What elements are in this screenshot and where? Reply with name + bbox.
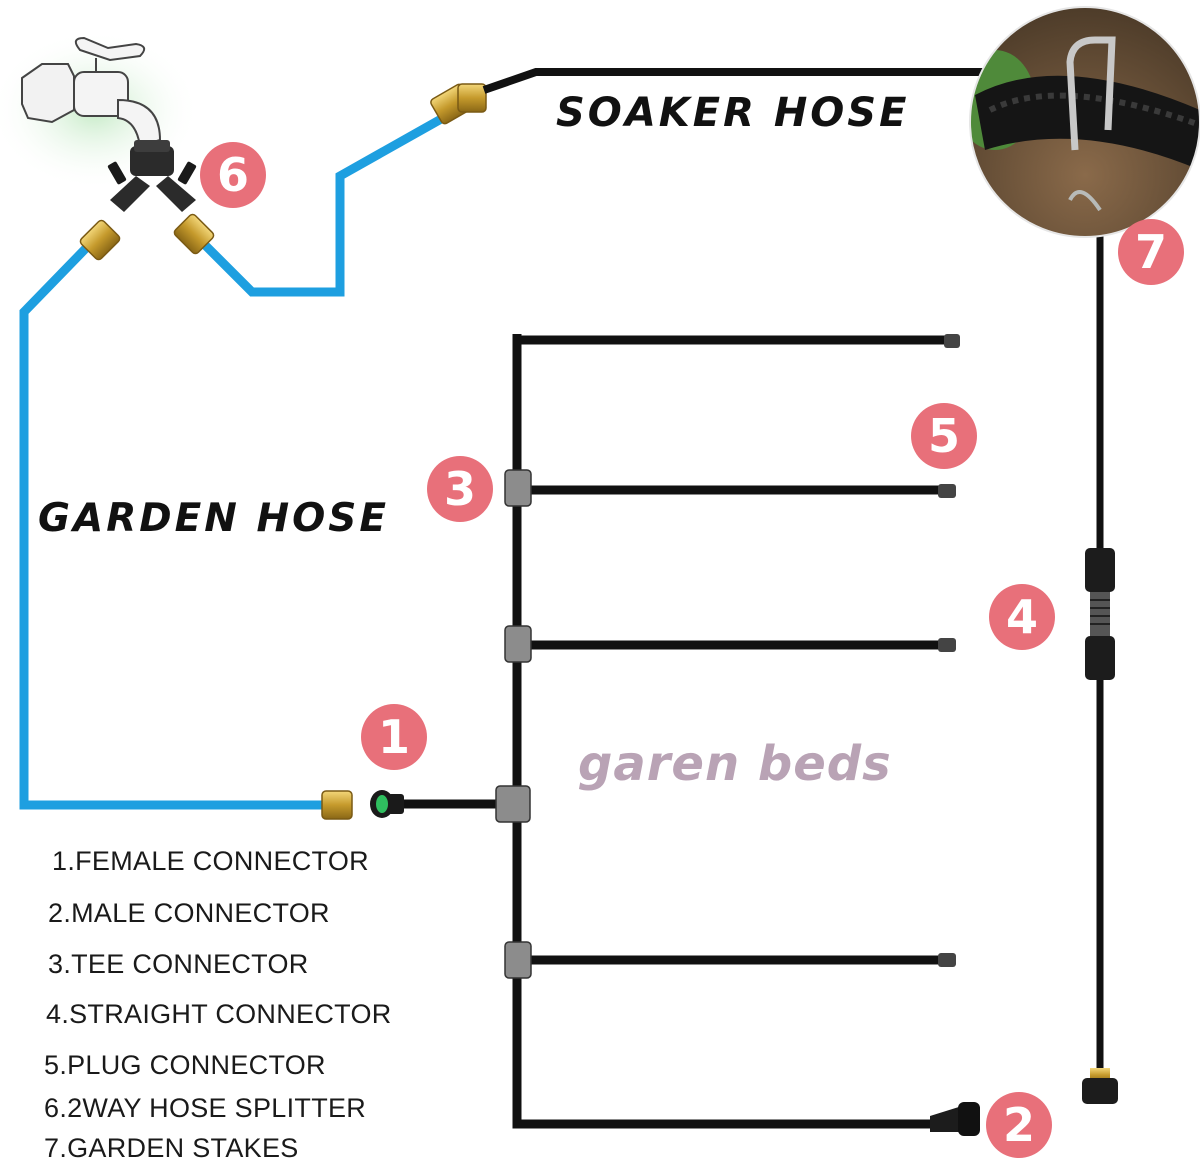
straight-connector: [1085, 548, 1115, 680]
soaker-hose: [482, 68, 1104, 1085]
legend-item-female-connector: 1.FEMALE CONNECTOR: [52, 846, 369, 876]
garden-bed-lines: [400, 334, 975, 1129]
faucet-icon: [0, 30, 200, 190]
brass-fittings: [79, 83, 487, 820]
badge-3: 3: [427, 456, 493, 522]
splitter-icon: [107, 140, 197, 212]
legend-item-tee-connector: 3.TEE CONNECTOR: [48, 949, 309, 979]
garden-stake-photo: [969, 6, 1200, 238]
legend-item-hose-splitter: 6.2WAY HOSE SPLITTER: [44, 1093, 367, 1123]
legend-item-straight-connector: 4.STRAIGHT CONNECTOR: [46, 999, 392, 1029]
legend-item-garden-stakes: 7.GARDEN STAKES: [44, 1133, 299, 1163]
legend-item-plug-connector: 5.PLUG CONNECTOR: [44, 1050, 326, 1080]
badge-2: 2: [986, 1092, 1052, 1158]
plug-connectors: [938, 334, 960, 967]
badge-4: 4: [989, 584, 1055, 650]
male-connector-bottom: [930, 1102, 980, 1136]
garden-beds-label: garen beds: [578, 736, 892, 792]
badge-7: 7: [1118, 219, 1184, 285]
female-connector: [370, 790, 404, 818]
legend-item-male-connector: 2.MALE CONNECTOR: [48, 898, 330, 928]
garden-hose: [19, 110, 453, 810]
tee-connectors: [495, 469, 532, 979]
garden-hose-label: GARDEN HOSE: [38, 496, 389, 541]
soaker-hose-label: SOAKER HOSE: [556, 90, 910, 136]
badge-5: 5: [911, 403, 977, 469]
male-connector-end: [1082, 1068, 1118, 1104]
badge-6: 6: [200, 142, 266, 208]
badge-1: 1: [361, 704, 427, 770]
